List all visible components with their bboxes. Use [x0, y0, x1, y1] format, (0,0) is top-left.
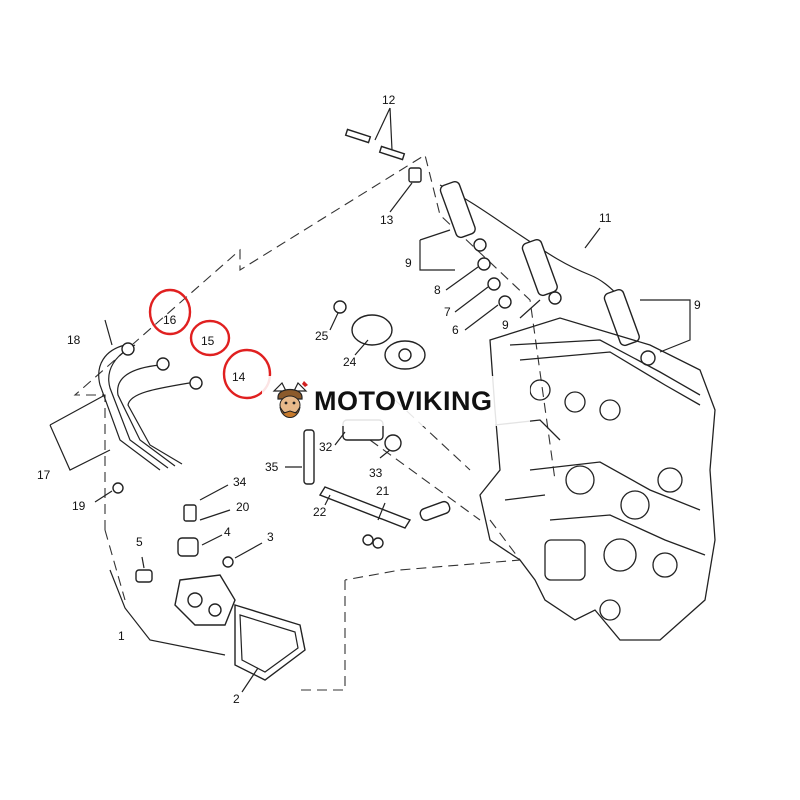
washer-stack-part [445, 257, 512, 331]
assembly-boundary-lower [104, 519, 522, 691]
fuel-line-assembly-part [49, 319, 203, 471]
highlight-circle-16 [148, 288, 192, 336]
part-label-34: 34 [233, 475, 247, 489]
callout-bracket-9-right [640, 299, 691, 353]
part-label-22: 22 [313, 505, 327, 519]
engine-block [479, 317, 716, 641]
pump-fasteners-part [135, 484, 263, 583]
viking-head-logo-icon [272, 381, 308, 418]
part-label-4: 4 [224, 525, 231, 539]
part-label-3: 3 [267, 530, 274, 544]
injector-part [439, 180, 656, 366]
part-label-7: 7 [444, 305, 451, 319]
callout-leader-9-mid [519, 299, 541, 319]
part-label-25: 25 [315, 329, 329, 343]
highlight-circle-14 [222, 348, 272, 400]
highlight-circle-15 [189, 319, 231, 357]
pin-pair-part [344, 107, 406, 161]
part-label-20: 20 [236, 500, 250, 514]
assembly-boundary-upper [73, 154, 556, 530]
nut-19-part [94, 482, 124, 503]
control-rod-part [318, 486, 451, 549]
part-label-5: 5 [136, 535, 143, 549]
part-label-14: 14 [232, 370, 246, 384]
part-label-33: 33 [369, 466, 383, 480]
part-label-35: 35 [265, 460, 279, 474]
part-label-12: 12 [382, 93, 396, 107]
part-label-21: 21 [376, 484, 390, 498]
brand-watermark: MOTOVIKING [262, 376, 530, 426]
part-label-18: 18 [67, 333, 81, 347]
part-label-6: 6 [452, 323, 459, 337]
part-label-13: 13 [380, 213, 394, 227]
part-label-15: 15 [201, 334, 215, 348]
leak-off-line-part [439, 184, 626, 301]
part-label-11: 11 [599, 211, 612, 225]
part-label-17: 17 [37, 468, 51, 482]
part-label-32: 32 [319, 440, 333, 454]
part-label-9-right: 9 [694, 298, 701, 312]
nut-part [389, 167, 422, 213]
part-label-2: 2 [233, 692, 240, 706]
gasket-part [234, 604, 306, 693]
part-label-16: 16 [163, 313, 177, 327]
spring-part [285, 429, 315, 485]
part-label-19: 19 [72, 499, 86, 513]
brand-name: MOTOVIKING [314, 385, 493, 416]
part-label-24: 24 [343, 355, 357, 369]
callout-bracket-9-left [419, 229, 455, 271]
part-label-9-mid: 9 [502, 318, 509, 332]
part-label-1: 1 [118, 629, 125, 643]
injection-pump-part [109, 569, 236, 656]
part-label-8: 8 [434, 283, 441, 297]
part-label-9-left: 9 [405, 256, 412, 270]
bolt-plate-part [329, 300, 426, 370]
